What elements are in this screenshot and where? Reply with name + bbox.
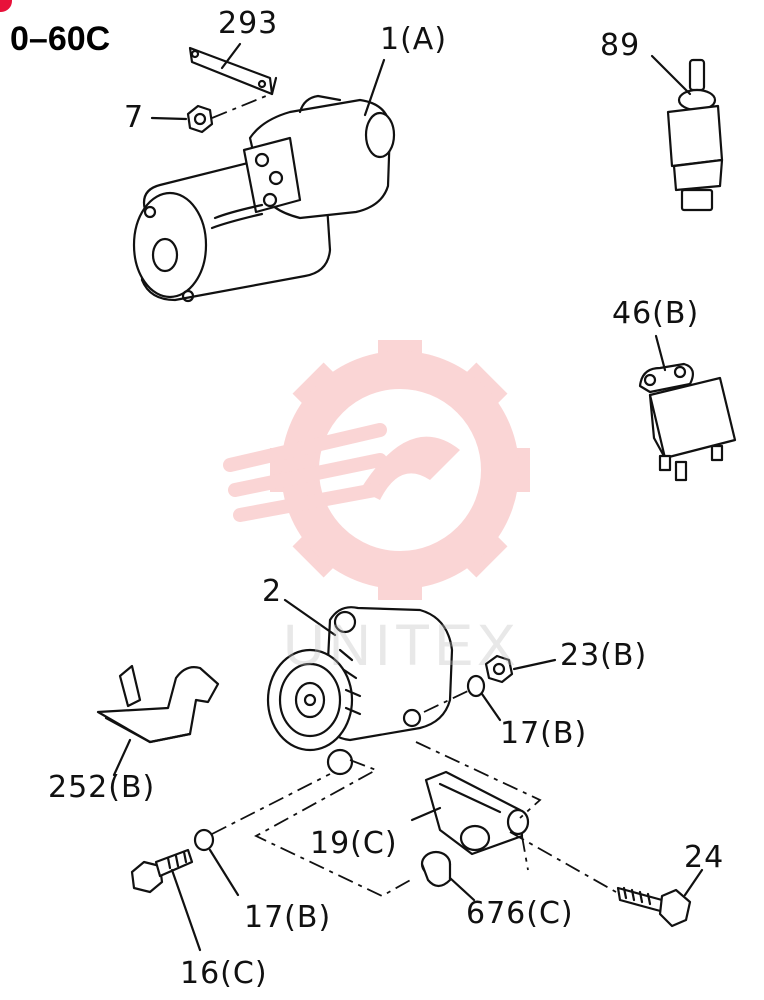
assembly-lines — [254, 741, 542, 898]
starter-motor-1a — [132, 58, 396, 303]
nut-23b — [484, 654, 557, 684]
callout-1a: 1(A) — [380, 22, 448, 57]
callout-24: 24 — [684, 840, 725, 875]
bracket-293 — [188, 42, 278, 96]
bolt-16c — [130, 848, 202, 952]
callout-46b: 46(B) — [612, 296, 700, 331]
callout-2: 2 — [262, 574, 283, 609]
relay-46b — [638, 334, 737, 482]
bracket-19c — [410, 770, 530, 856]
callout-17b-upper: 17(B) — [500, 716, 588, 751]
callout-23b: 23(B) — [560, 638, 648, 673]
bracket-252b — [96, 664, 220, 777]
bolt-24 — [509, 831, 704, 928]
callout-252b: 252(B) — [48, 770, 156, 805]
washer-17b-upper — [423, 674, 502, 722]
callout-7: 7 — [124, 100, 145, 135]
sensor-89 — [650, 54, 724, 212]
callout-17b-lower: 17(B) — [244, 900, 332, 935]
nut-7 — [150, 95, 267, 134]
callout-89: 89 — [600, 28, 641, 63]
callout-16c: 16(C) — [180, 956, 268, 991]
callout-19c: 19(C) — [310, 826, 398, 861]
washer-17b-lower — [193, 773, 331, 897]
callout-293: 293 — [218, 6, 279, 41]
watermark-gear-icon — [223, 340, 530, 600]
diagram-code: 0–60C — [10, 20, 111, 58]
callout-676c: 676(C) — [466, 896, 574, 931]
alternator-2 — [266, 598, 454, 776]
watermark-text: UNITEX — [283, 613, 520, 678]
spacer-676c — [420, 850, 476, 902]
